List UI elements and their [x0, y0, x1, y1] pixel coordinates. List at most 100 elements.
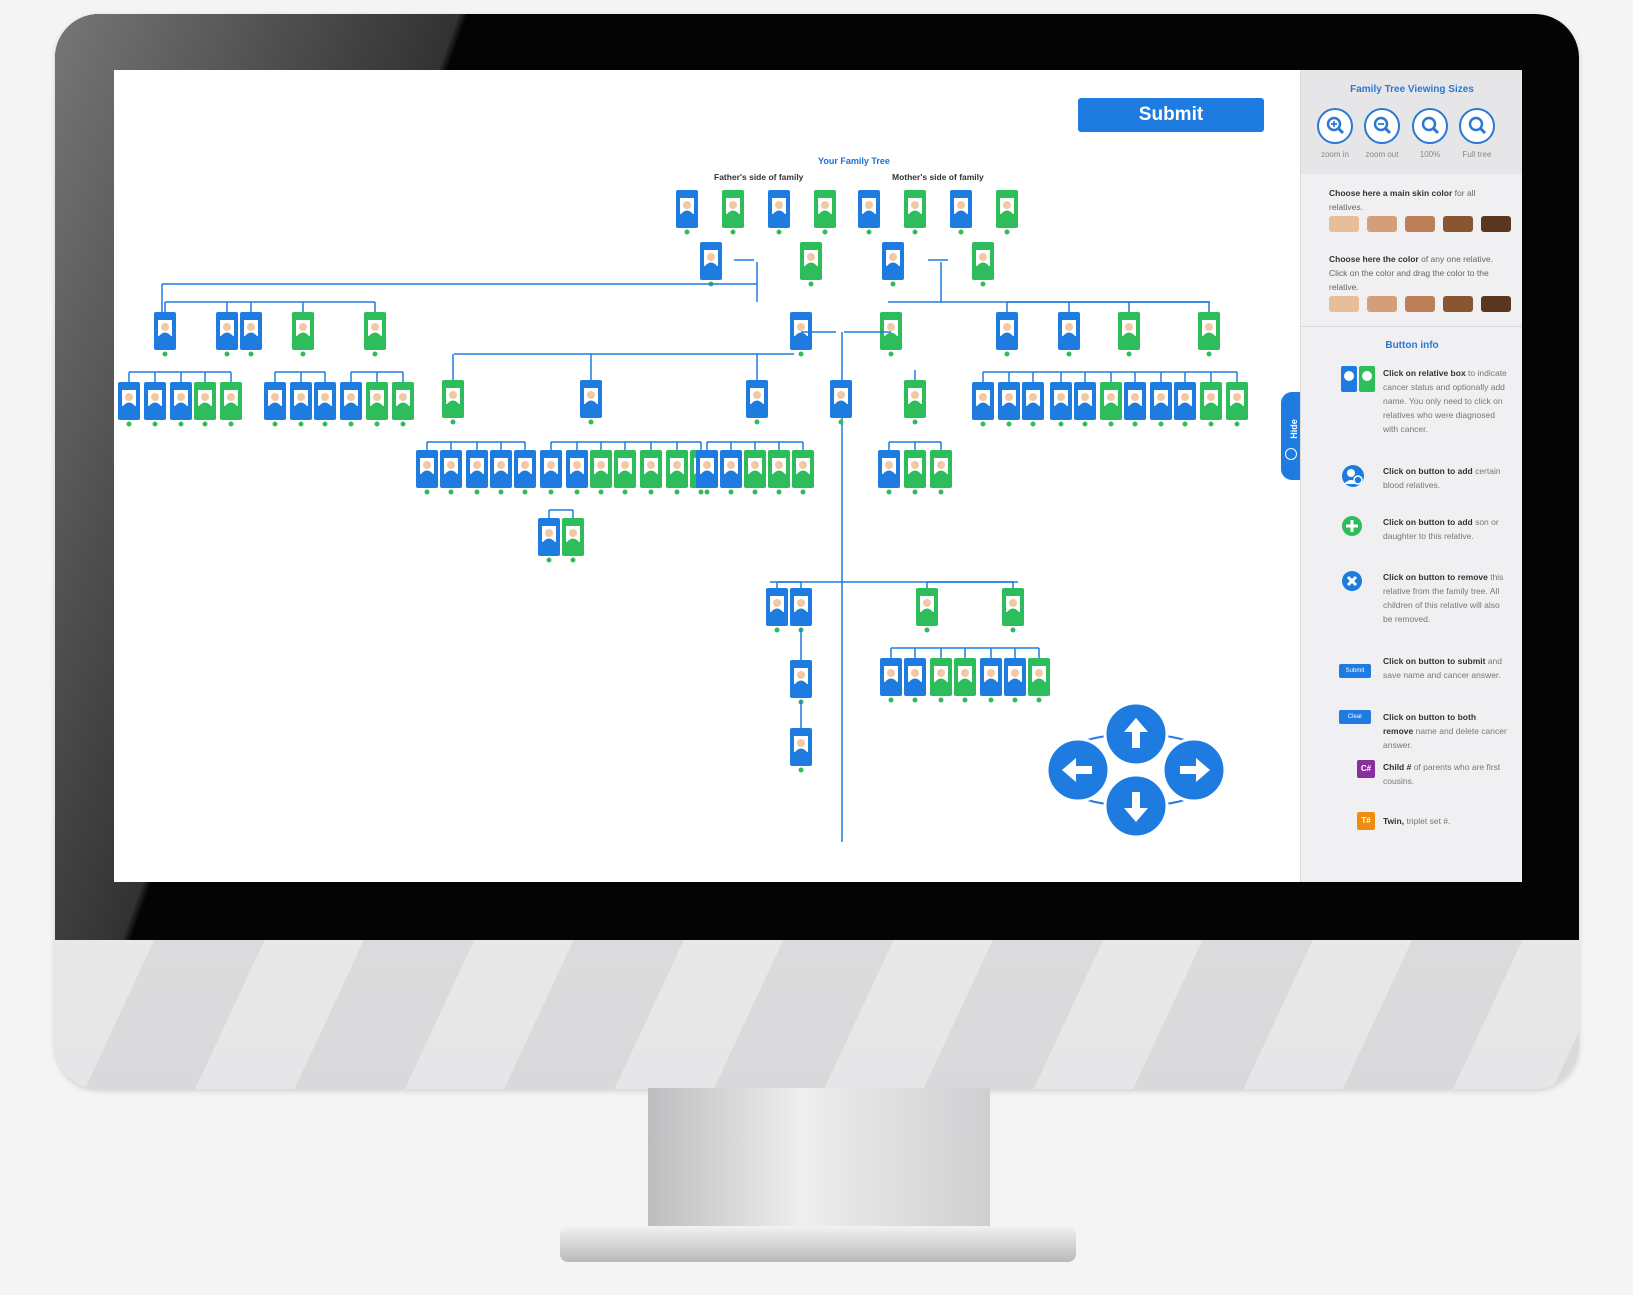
relative-box[interactable]: [562, 518, 584, 563]
relative-box[interactable]: [538, 518, 560, 563]
relative-box[interactable]: [972, 242, 994, 287]
relative-box[interactable]: [830, 380, 852, 425]
relative-box[interactable]: [1198, 312, 1220, 357]
relative-box[interactable]: [220, 382, 242, 427]
relative-box[interactable]: [790, 660, 812, 705]
relative-box[interactable]: [292, 312, 314, 357]
relative-box[interactable]: [540, 450, 562, 495]
relative-box[interactable]: [1028, 658, 1050, 703]
relative-box[interactable]: [416, 450, 438, 495]
relative-box[interactable]: [118, 382, 140, 427]
pan-right-button[interactable]: [1161, 737, 1227, 803]
relative-box[interactable]: [954, 658, 976, 703]
relative-box[interactable]: [880, 658, 902, 703]
relative-box[interactable]: [1174, 382, 1196, 427]
relative-box[interactable]: [930, 450, 952, 495]
relative-box[interactable]: [904, 380, 926, 425]
relative-box[interactable]: [366, 382, 388, 427]
relative-box[interactable]: [666, 450, 688, 495]
relative-box[interactable]: [440, 450, 462, 495]
relative-box[interactable]: [1058, 312, 1080, 357]
relative-box[interactable]: [1050, 382, 1072, 427]
relative-box[interactable]: [290, 382, 312, 427]
relative-box[interactable]: [1118, 312, 1140, 357]
relative-box[interactable]: [1100, 382, 1122, 427]
submit-button[interactable]: Submit: [1078, 98, 1264, 132]
hide-panel-tab[interactable]: Hide: [1281, 392, 1303, 480]
relative-box[interactable]: [1022, 382, 1044, 427]
relative-box[interactable]: [490, 450, 512, 495]
zoom-100-button[interactable]: [1412, 108, 1448, 144]
relative-box[interactable]: [930, 658, 952, 703]
relative-box[interactable]: [216, 312, 238, 357]
pan-down-button[interactable]: [1103, 773, 1169, 839]
relative-box[interactable]: [340, 382, 362, 427]
relative-box[interactable]: [746, 380, 768, 425]
relative-box[interactable]: [590, 450, 612, 495]
relative-box[interactable]: [880, 312, 902, 357]
relative-box[interactable]: [1124, 382, 1146, 427]
relative-box[interactable]: [392, 382, 414, 427]
relative-box[interactable]: [1200, 382, 1222, 427]
relative-box[interactable]: [614, 450, 636, 495]
relative-box[interactable]: [980, 658, 1002, 703]
zoom-in-button[interactable]: [1317, 108, 1353, 144]
relative-box[interactable]: [878, 450, 900, 495]
skin-color-swatch[interactable]: [1367, 216, 1397, 232]
relative-box[interactable]: [996, 190, 1018, 235]
relative-box[interactable]: [1002, 588, 1024, 633]
skin-color-swatch[interactable]: [1329, 216, 1359, 232]
skin-color-swatch[interactable]: [1405, 296, 1435, 312]
relative-box[interactable]: [800, 242, 822, 287]
skin-color-swatch[interactable]: [1443, 216, 1473, 232]
relative-box[interactable]: [998, 382, 1020, 427]
relative-box[interactable]: [790, 728, 812, 773]
relative-box[interactable]: [790, 312, 812, 357]
relative-box[interactable]: [194, 382, 216, 427]
relative-box[interactable]: [1074, 382, 1096, 427]
pan-left-button[interactable]: [1045, 737, 1111, 803]
relative-box[interactable]: [972, 382, 994, 427]
skin-color-swatch[interactable]: [1481, 216, 1511, 232]
relative-box[interactable]: [1004, 658, 1026, 703]
skin-color-swatch[interactable]: [1481, 296, 1511, 312]
skin-color-swatch[interactable]: [1405, 216, 1435, 232]
relative-box[interactable]: [314, 382, 336, 427]
relative-box[interactable]: [882, 242, 904, 287]
relative-box[interactable]: [768, 190, 790, 235]
relative-box[interactable]: [1226, 382, 1248, 427]
relative-box[interactable]: [580, 380, 602, 425]
relative-box[interactable]: [904, 450, 926, 495]
relative-box[interactable]: [144, 382, 166, 427]
skin-color-swatch[interactable]: [1329, 296, 1359, 312]
relative-box[interactable]: [264, 382, 286, 427]
relative-box[interactable]: [240, 312, 262, 357]
relative-box[interactable]: [744, 450, 766, 495]
full-tree-button[interactable]: [1459, 108, 1495, 144]
relative-box[interactable]: [904, 658, 926, 703]
relative-box[interactable]: [916, 588, 938, 633]
pan-up-button[interactable]: [1103, 701, 1169, 767]
relative-box[interactable]: [566, 450, 588, 495]
relative-box[interactable]: [466, 450, 488, 495]
relative-box[interactable]: [170, 382, 192, 427]
relative-box[interactable]: [364, 312, 386, 357]
zoom-out-button[interactable]: [1364, 108, 1400, 144]
relative-box[interactable]: [154, 312, 176, 357]
relative-box[interactable]: [950, 190, 972, 235]
relative-box[interactable]: [676, 190, 698, 235]
relative-box[interactable]: [1150, 382, 1172, 427]
relative-box[interactable]: [792, 450, 814, 495]
relative-box[interactable]: [640, 450, 662, 495]
relative-box[interactable]: [722, 190, 744, 235]
relative-box[interactable]: [720, 450, 742, 495]
relative-box[interactable]: [858, 190, 880, 235]
family-tree-canvas[interactable]: [114, 70, 1300, 882]
relative-box[interactable]: [700, 242, 722, 287]
relative-box[interactable]: [442, 380, 464, 425]
relative-box[interactable]: [790, 588, 812, 633]
relative-box[interactable]: [766, 588, 788, 633]
relative-box[interactable]: [768, 450, 790, 495]
relative-box[interactable]: [514, 450, 536, 495]
relative-box[interactable]: [996, 312, 1018, 357]
